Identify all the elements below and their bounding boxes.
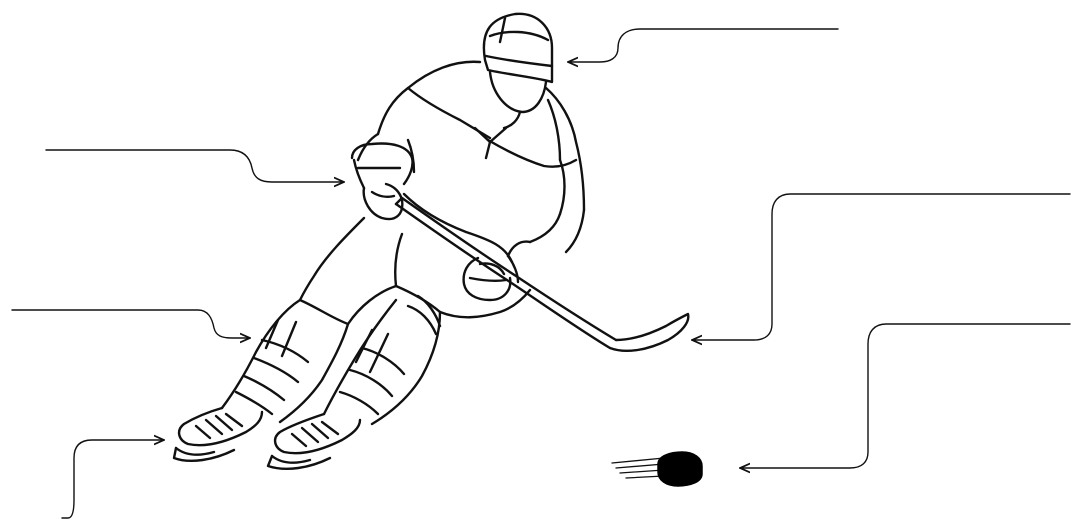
left-skate — [174, 408, 262, 461]
puck-motion-lines — [612, 458, 664, 478]
puck — [612, 452, 702, 486]
right-skate — [268, 414, 360, 469]
jersey — [378, 62, 584, 262]
callout-line-hockey-stick — [692, 194, 1070, 340]
face — [490, 72, 546, 128]
callout-line-shin-guard — [12, 310, 250, 338]
callout-line-helmet — [568, 29, 838, 62]
callout-lines — [12, 29, 1070, 518]
callout-line-glove — [46, 150, 344, 182]
callout-line-skate — [62, 440, 164, 518]
right-arm — [464, 214, 560, 300]
left-arm — [352, 134, 414, 219]
helmet — [484, 14, 552, 82]
right-leg — [324, 296, 440, 424]
hockey-player-figure — [174, 14, 688, 469]
callout-line-puck — [740, 324, 1070, 468]
